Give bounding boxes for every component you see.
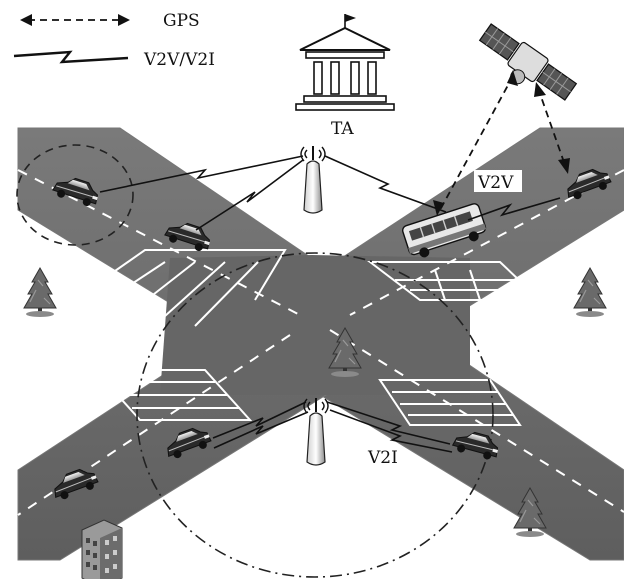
legend-gps-label: GPS: [163, 11, 200, 31]
legend-v2v-v2i-label: V2V/V2I: [143, 50, 215, 70]
rsu-tower-icon: [304, 398, 328, 465]
building-ta-icon: [296, 14, 394, 110]
legend: GPS V2V/V2I: [14, 11, 215, 70]
satellite-icon: [471, 21, 579, 113]
tree-icon: [24, 268, 56, 317]
ta-label: TA: [331, 119, 354, 139]
legend-v2v-v2i: V2V/V2I: [14, 50, 215, 70]
v2v-label: V2V: [477, 173, 514, 193]
office-building-icon: [82, 520, 122, 579]
legend-gps: GPS: [20, 11, 200, 31]
rsu-tower-icon: [301, 146, 325, 213]
tree-icon: [574, 268, 606, 317]
intersection: [160, 255, 470, 395]
v2i-label: V2I: [367, 448, 398, 468]
